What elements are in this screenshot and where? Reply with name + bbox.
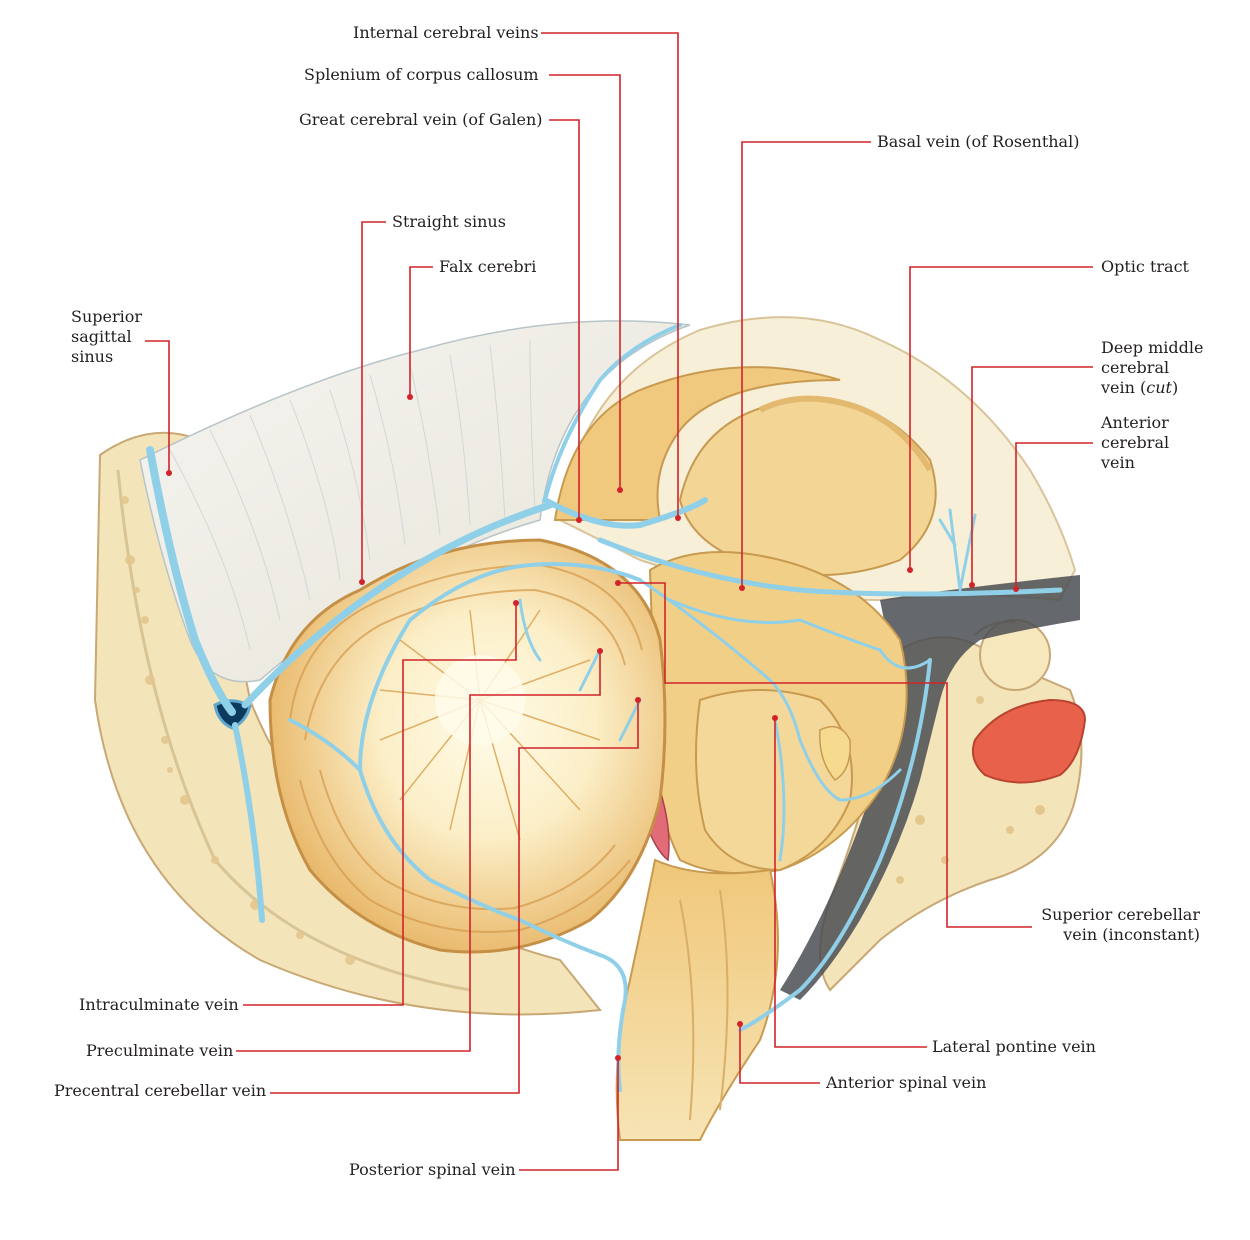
sphenoid-sinus [972, 698, 1087, 784]
label-splenium: Splenium of corpus callosum [304, 65, 539, 84]
label-preculminate-vein: Preculminate vein [86, 1041, 234, 1060]
label-intraculminate-vein: Intraculminate vein [79, 995, 239, 1014]
label-deep-middle-cerebral-vein: Deep middle cerebral vein (cut) [1101, 338, 1204, 397]
label-basal-vein: Basal vein (of Rosenthal) [877, 132, 1080, 151]
leader-lines [145, 32, 1093, 1171]
label-posterior-spinal-vein: Posterior spinal vein [349, 1160, 516, 1179]
label-superior-cerebellar-vein: Superior cerebellar vein (inconstant) [1041, 905, 1200, 944]
label-precentral-cerebellar-vein: Precentral cerebellar vein [54, 1081, 267, 1100]
label-great-cerebral-vein: Great cerebral vein (of Galen) [299, 110, 543, 129]
label-anterior-cerebral-vein: Anterior cerebral vein [1101, 413, 1170, 472]
pons [695, 689, 853, 872]
label-superior-sagittal-sinus: Superior sagittal sinus [71, 307, 143, 366]
shadow-region [780, 575, 1080, 1000]
vein-network [146, 323, 1063, 1092]
label-straight-sinus: Straight sinus [392, 212, 506, 231]
label-lateral-pontine-vein: Lateral pontine vein [932, 1037, 1096, 1056]
label-falx-cerebri: Falx cerebri [439, 257, 537, 276]
label-optic-tract: Optic tract [1101, 257, 1189, 276]
cerebellum [268, 538, 667, 954]
leader-dots [166, 394, 1019, 1061]
brainstem [615, 858, 779, 1141]
label-anterior-spinal-vein: Anterior spinal vein [826, 1073, 987, 1092]
falx-cerebri-shape [139, 320, 691, 683]
corpus-callosum [553, 366, 841, 521]
label-internal-cerebral-veins: Internal cerebral veins [353, 23, 539, 42]
